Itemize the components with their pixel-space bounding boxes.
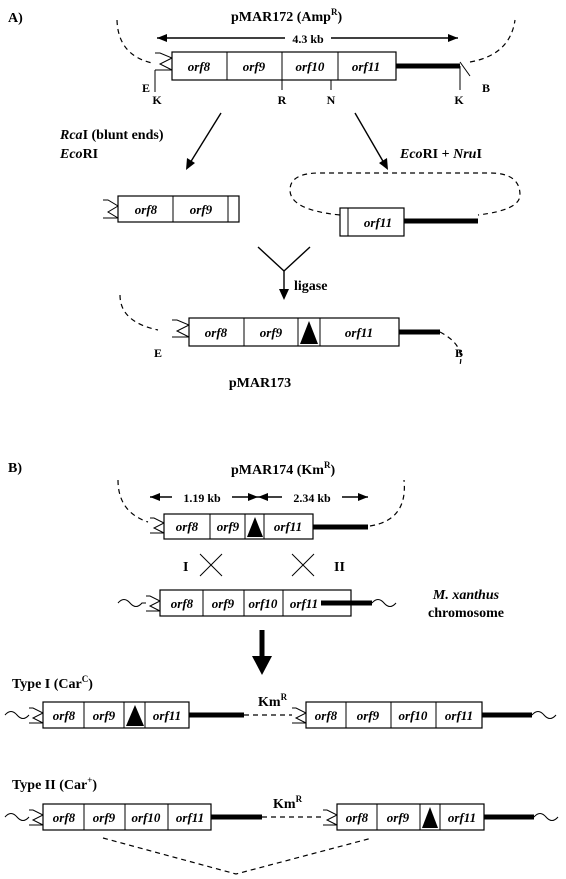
size-right-label: 2.34 kb bbox=[293, 491, 331, 505]
svg-text:orf11: orf11 bbox=[364, 215, 392, 230]
site-R: R bbox=[278, 93, 287, 107]
pmar172-title: pMAR172 (AmpR) bbox=[231, 7, 342, 25]
svg-text:orf10: orf10 bbox=[132, 810, 161, 825]
site-K-left: K bbox=[152, 93, 162, 107]
type2-km-label: KmR bbox=[273, 794, 303, 812]
svg-text:orf11: orf11 bbox=[445, 708, 473, 723]
digest-right-enzymes: EcoRI + NruI bbox=[399, 147, 482, 162]
svg-text:orf10: orf10 bbox=[399, 708, 428, 723]
svg-text:orf11: orf11 bbox=[345, 325, 373, 340]
fragment-orf8-orf9: orf8 orf9 bbox=[103, 195, 240, 223]
site-B: B bbox=[482, 81, 490, 95]
chromosome-wildtype: orf8 orf9 orf10 orf11 bbox=[117, 589, 397, 617]
panel-b-label: B) bbox=[8, 461, 22, 476]
digest-left-arrow bbox=[189, 112, 222, 164]
svg-text:orf11: orf11 bbox=[448, 810, 476, 825]
svg-text:orf9: orf9 bbox=[357, 708, 380, 723]
site-E: E bbox=[142, 81, 150, 95]
type1-km-label: KmR bbox=[258, 692, 288, 710]
ligase-label: ligase bbox=[294, 279, 327, 294]
chromosome-label: chromosome bbox=[428, 606, 504, 621]
pmar173-title: pMAR173 bbox=[229, 376, 291, 391]
digest-left-enzyme1: RcaI (blunt ends) bbox=[59, 128, 164, 143]
pmar172-insert: orf8 orf9 orf10 orf11 bbox=[155, 51, 460, 81]
type2-label: Type II (Car+) bbox=[12, 775, 97, 793]
pmar173-site-E: E bbox=[154, 346, 162, 360]
svg-text:orf9: orf9 bbox=[190, 202, 213, 217]
size-4-3kb-label: 4.3 kb bbox=[292, 32, 324, 46]
svg-text:orf8: orf8 bbox=[346, 810, 369, 825]
svg-text:orf8: orf8 bbox=[315, 708, 338, 723]
svg-text:orf8: orf8 bbox=[176, 519, 199, 534]
size-left-label: 1.19 kb bbox=[183, 491, 221, 505]
type2-bracket-dash bbox=[102, 837, 373, 875]
svg-text:orf9: orf9 bbox=[217, 519, 240, 534]
svg-text:orf9: orf9 bbox=[387, 810, 410, 825]
svg-text:orf8: orf8 bbox=[171, 596, 194, 611]
svg-text:orf9: orf9 bbox=[212, 596, 235, 611]
type1-chromosome: orf8 orf9 orf11 orf8 orf9 orf10 orf11 bbox=[4, 701, 557, 729]
pmar174-title: pMAR174 (KmR) bbox=[231, 460, 335, 478]
svg-text:orf8: orf8 bbox=[53, 708, 76, 723]
site-N: N bbox=[327, 93, 336, 107]
svg-text:orf9: orf9 bbox=[93, 810, 116, 825]
pmar174-insert: orf8 orf9 orf11 bbox=[150, 513, 368, 540]
pmar173-insert: orf8 orf9 orf11 bbox=[172, 317, 440, 347]
svg-text:orf8: orf8 bbox=[53, 810, 76, 825]
orf10-label: orf10 bbox=[296, 59, 325, 74]
vector-right-dash bbox=[469, 19, 516, 63]
svg-text:orf9: orf9 bbox=[260, 325, 283, 340]
svg-text:orf9: orf9 bbox=[93, 708, 116, 723]
digest-right-arrow bbox=[354, 112, 385, 164]
svg-text:orf11: orf11 bbox=[153, 708, 181, 723]
site-K-right: K bbox=[454, 93, 464, 107]
pmar173-site-B: B bbox=[455, 346, 463, 360]
crossover-II-label: II bbox=[334, 560, 345, 575]
svg-text:orf10: orf10 bbox=[249, 596, 278, 611]
svg-text:orf11: orf11 bbox=[290, 596, 318, 611]
arrowhead-left bbox=[157, 34, 167, 42]
svg-text:orf11: orf11 bbox=[176, 810, 204, 825]
type2-chromosome: orf8 orf9 orf10 orf11 orf8 orf9 orf11 bbox=[4, 803, 559, 831]
svg-text:orf11: orf11 bbox=[274, 519, 302, 534]
orf8-label: orf8 bbox=[188, 59, 211, 74]
arrowhead-right bbox=[448, 34, 458, 42]
panel-a-label: A) bbox=[8, 11, 23, 26]
organism-label: M. xanthus bbox=[432, 588, 500, 603]
vector-left-dash bbox=[116, 19, 153, 64]
digest-left-enzyme2: EcoRI bbox=[59, 147, 98, 162]
orf11-label: orf11 bbox=[352, 59, 380, 74]
svg-text:orf8: orf8 bbox=[205, 325, 228, 340]
type1-label: Type I (CarC) bbox=[12, 674, 93, 692]
km-cassette-triangle bbox=[300, 321, 318, 344]
fragment-orf11-vector: orf11 bbox=[289, 172, 521, 237]
orf9-label: orf9 bbox=[243, 59, 266, 74]
crossover-I-label: I bbox=[183, 560, 188, 575]
svg-text:orf8: orf8 bbox=[135, 202, 158, 217]
